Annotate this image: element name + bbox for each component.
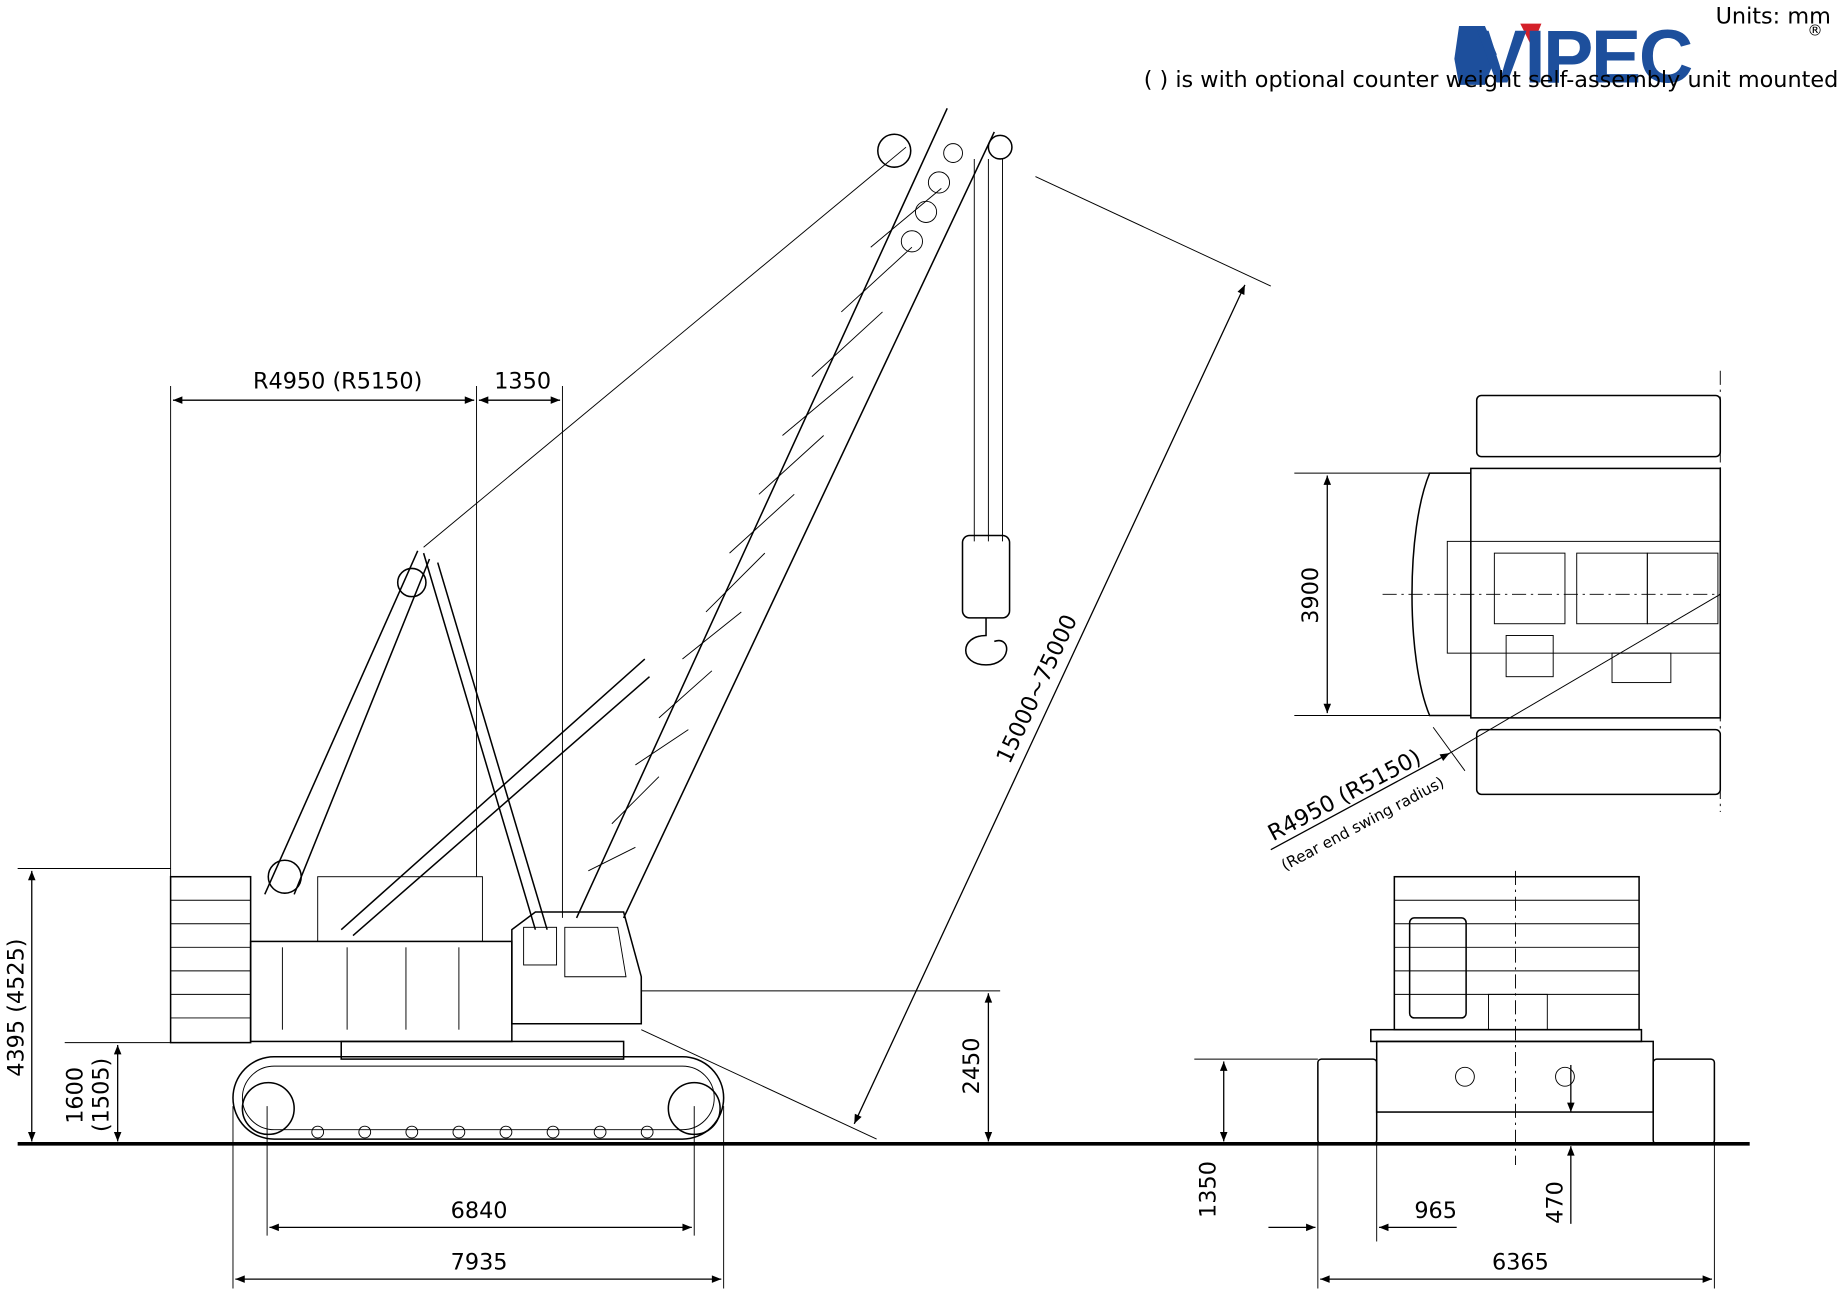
offset-label: 1350: [494, 368, 551, 394]
shoe-width-label: 965: [1414, 1198, 1457, 1224]
boom-length-label: 15000~75000: [991, 611, 1083, 768]
rhino-icon: [1454, 25, 1497, 85]
clearance-label-a: 1600: [62, 1067, 88, 1124]
upper-machinery: [249, 940, 513, 1043]
overall-height-label: 4395 (4525): [4, 938, 30, 1076]
left-track: [1317, 1058, 1378, 1145]
operator-cab: [511, 911, 643, 1025]
optional-note: ( ) is with optional counter weight self…: [1144, 67, 1839, 93]
hook-block: [961, 534, 1011, 666]
registered-mark: ®: [1807, 21, 1822, 39]
boom: [575, 108, 1013, 919]
units-label: Units: mm: [1716, 4, 1831, 30]
crawler-track: [232, 1055, 725, 1140]
crawler-length-label: 7935: [451, 1250, 508, 1276]
crane-top-view: 3900 R4950 (R5150) (Rear end swing radiu…: [1264, 370, 1722, 874]
top-width-label: 3900: [1298, 567, 1324, 624]
tumbler-distance-label: 6840: [451, 1198, 508, 1224]
boom-foot-height-label: 2450: [959, 1038, 985, 1095]
front-dimensions: 1350 965 6365 470: [1194, 1058, 1715, 1289]
vipec-logo: VIPEC ®: [1454, 14, 1823, 98]
overall-width-label: 6365: [1492, 1250, 1549, 1276]
crane-side-view: [169, 108, 1013, 1140]
crane-front-view: [1317, 870, 1716, 1165]
side-dimensions: R4950 (R5150) 1350 4395 (4525) 1600 (150…: [4, 176, 1271, 1289]
clearance-label-b: (1505): [88, 1058, 114, 1132]
right-track: [1652, 1058, 1716, 1145]
logo-text: VIPEC: [1477, 14, 1692, 98]
idler-wheel: [241, 1081, 295, 1136]
rear-radius-label: R4950 (R5150): [253, 368, 422, 394]
ground-clearance-label: 470: [1543, 1181, 1569, 1224]
front-height-label: 1350: [1195, 1161, 1221, 1218]
